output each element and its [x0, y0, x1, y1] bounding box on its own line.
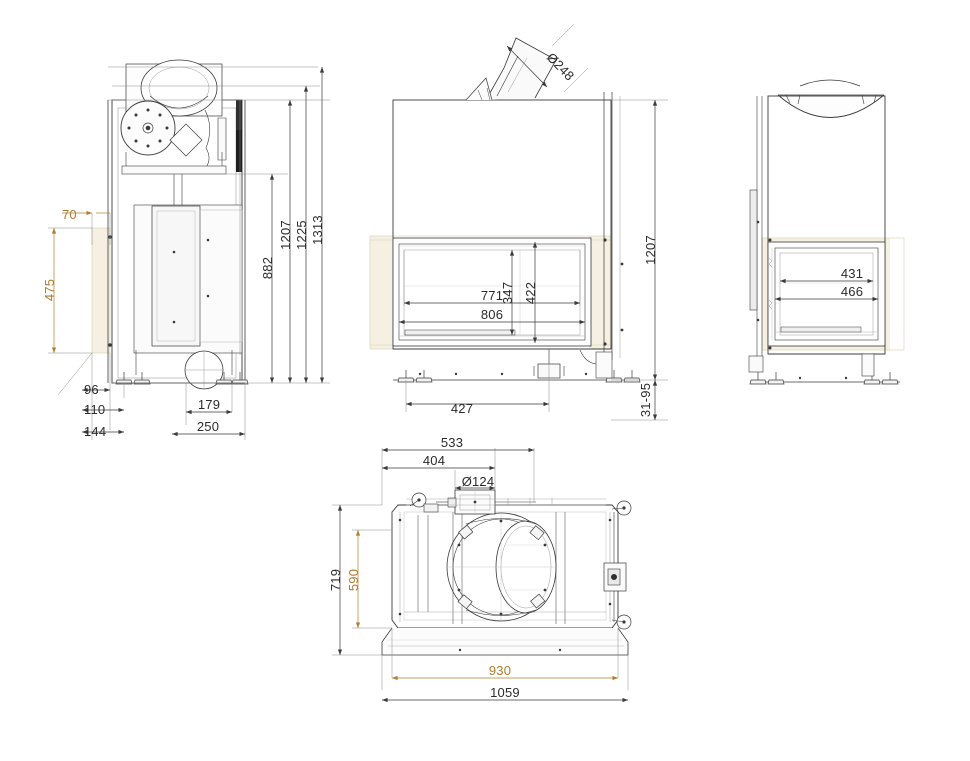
dim-plan-diameter-124: Ø124 — [455, 474, 495, 491]
dim-plan-1059: 1059 — [382, 685, 628, 703]
dim-plan-533: 533 — [382, 435, 534, 453]
dim-plan-930: 930 — [392, 663, 618, 681]
left-view-extension-lines — [48, 66, 330, 440]
dim-label-diameter-124: Ø124 — [462, 474, 495, 489]
view-plan — [381, 489, 632, 656]
view-left-side — [91, 59, 249, 390]
dim-label-427: 427 — [451, 401, 473, 416]
dim-left-1313: 1313 — [310, 67, 325, 383]
dim-label-806: 806 — [481, 307, 503, 322]
view-right-side — [748, 79, 905, 385]
dim-left-250: 250 — [172, 419, 245, 437]
dim-right-431: 431 — [780, 266, 873, 284]
dim-label-110: 110 — [84, 402, 105, 417]
dim-left-110: 110 — [82, 402, 124, 417]
dim-right-466: 466 — [775, 284, 878, 302]
dim-label-1225: 1225 — [294, 220, 309, 250]
dim-front-31-95: 31-95 — [638, 380, 658, 420]
dim-front-1207: 1207 — [643, 100, 658, 380]
cladding-panel-front-right — [589, 236, 611, 349]
dim-label-1059: 1059 — [490, 685, 520, 700]
front-view-extension-lines — [398, 99, 668, 421]
dim-left-475: 475 — [42, 228, 57, 353]
dim-label-771: 771 — [481, 288, 503, 303]
dim-front-427: 427 — [406, 401, 549, 416]
dim-label-533: 533 — [441, 435, 463, 450]
dim-left-70: 70 — [62, 207, 110, 222]
dim-label-1313: 1313 — [310, 215, 325, 245]
dim-label-front-1207: 1207 — [643, 235, 658, 265]
dim-label-96: 96 — [84, 382, 99, 397]
cladding-panel-left — [92, 228, 110, 353]
dim-label-431: 431 — [841, 266, 863, 281]
dim-plan-590: 590 — [346, 530, 361, 628]
dim-label-31-95: 31-95 — [638, 383, 653, 417]
dim-left-1207: 1207 — [278, 100, 293, 383]
dim-label-475: 475 — [42, 279, 57, 301]
dim-label-404: 404 — [423, 453, 445, 468]
dim-plan-719: 719 — [328, 505, 343, 655]
cladding-panel-front-left — [370, 236, 392, 349]
dim-front-422: 422 — [523, 242, 538, 343]
dim-front-806: 806 — [399, 307, 585, 325]
dim-label-930: 930 — [489, 663, 511, 678]
dim-label-422: 422 — [523, 282, 538, 304]
dim-label-250: 250 — [197, 419, 219, 434]
view-front — [369, 37, 641, 383]
dim-label-590: 590 — [346, 569, 361, 591]
dim-label-466: 466 — [841, 284, 863, 299]
dim-left-179: 179 — [186, 397, 232, 415]
dim-left-144: 144 — [82, 424, 124, 439]
dim-left-882: 882 — [260, 174, 275, 383]
dim-label-882: 882 — [260, 257, 275, 279]
dim-label-1207: 1207 — [278, 220, 293, 250]
dim-label-347: 347 — [500, 282, 515, 304]
dim-front-771: 771 — [404, 288, 580, 306]
dim-left-1225: 1225 — [294, 86, 309, 383]
dim-label-719: 719 — [328, 569, 343, 591]
dim-label-179: 179 — [198, 397, 220, 412]
dim-plan-404: 404 — [382, 453, 495, 471]
dim-label-144: 144 — [84, 424, 106, 439]
dim-left-96: 96 — [82, 382, 110, 397]
dim-label-70: 70 — [62, 207, 77, 222]
